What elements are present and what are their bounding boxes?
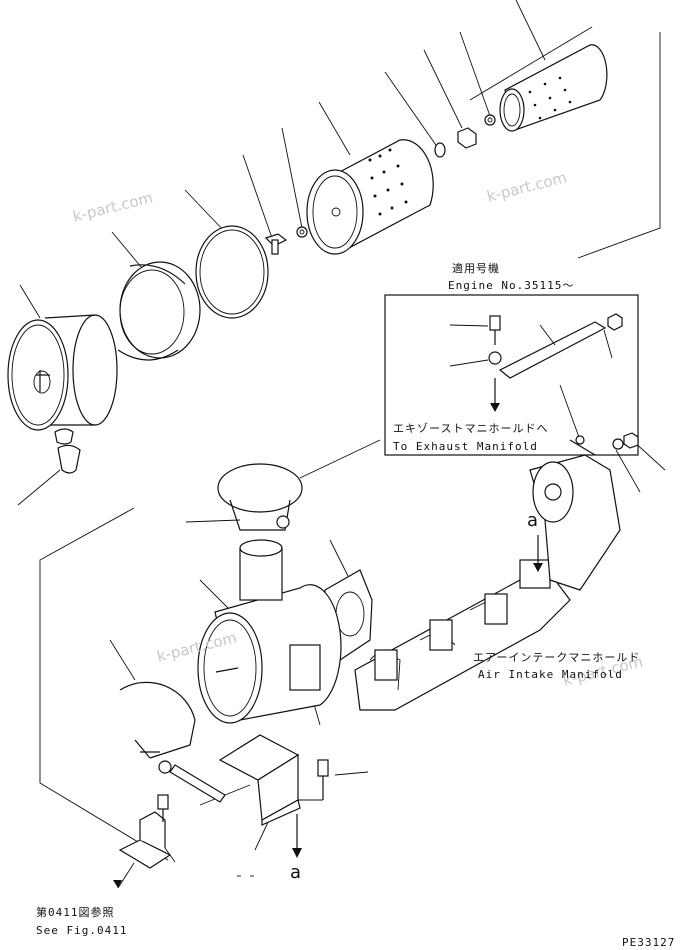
ref-label-en: See Fig.0411 bbox=[36, 924, 128, 937]
intake-manifold bbox=[354, 432, 639, 711]
intake-label-jp: エアーインテークマニホールド bbox=[473, 651, 641, 664]
applicability-box bbox=[384, 294, 639, 456]
ref-label-jp: 第0411図参照 bbox=[36, 906, 115, 919]
gasket-rings bbox=[117, 225, 269, 361]
bottom-arrow bbox=[237, 814, 302, 877]
applicable-label-jp: 適用号機 bbox=[452, 262, 500, 275]
figure-code: PE33127 bbox=[622, 936, 676, 949]
arrow-a-top-label: a bbox=[527, 510, 539, 531]
outer-filter-element bbox=[306, 139, 434, 255]
air-cleaner-body bbox=[197, 463, 342, 724]
applicable-label-en: Engine No.35115～ bbox=[448, 279, 575, 292]
leader-lines bbox=[17, 0, 666, 851]
exhaust-label-jp: エキゾーストマニホールドへ bbox=[393, 422, 549, 435]
precleaner-cap bbox=[7, 314, 118, 474]
inner-filter-element bbox=[499, 44, 608, 132]
arrow-a-bottom-label: a bbox=[290, 862, 302, 883]
band-clamp bbox=[119, 681, 226, 803]
boundary-lines bbox=[39, 26, 661, 861]
lower-left-bracket bbox=[113, 794, 176, 889]
mounting-bracket bbox=[218, 734, 329, 826]
exhaust-label-en: To Exhaust Manifold bbox=[393, 440, 538, 453]
small-fittings bbox=[264, 114, 496, 255]
intake-label-en: Air Intake Manifold bbox=[478, 668, 623, 681]
